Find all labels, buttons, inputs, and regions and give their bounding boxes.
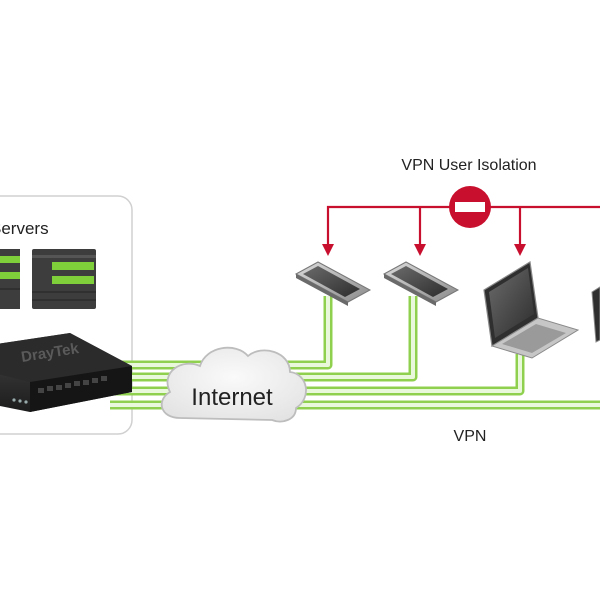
no-entry-icon [449,186,491,228]
cloud-icon: Internet [160,346,307,423]
isolation-label: VPN User Isolation [401,157,536,174]
isolation-arrows [322,244,526,256]
router-icon: DrayTek [0,333,132,412]
smartphone-icon [294,261,372,306]
server-rack-icon [32,249,96,309]
laptop-icon [591,286,600,343]
laptop-icon [483,261,580,359]
vpn-label: VPN [454,428,487,445]
server-rack-icon [0,249,20,309]
internet-label: Internet [191,384,273,411]
smartphone-icon [382,261,460,306]
isolation-lines [326,205,600,245]
servers-label: Servers [0,219,49,238]
